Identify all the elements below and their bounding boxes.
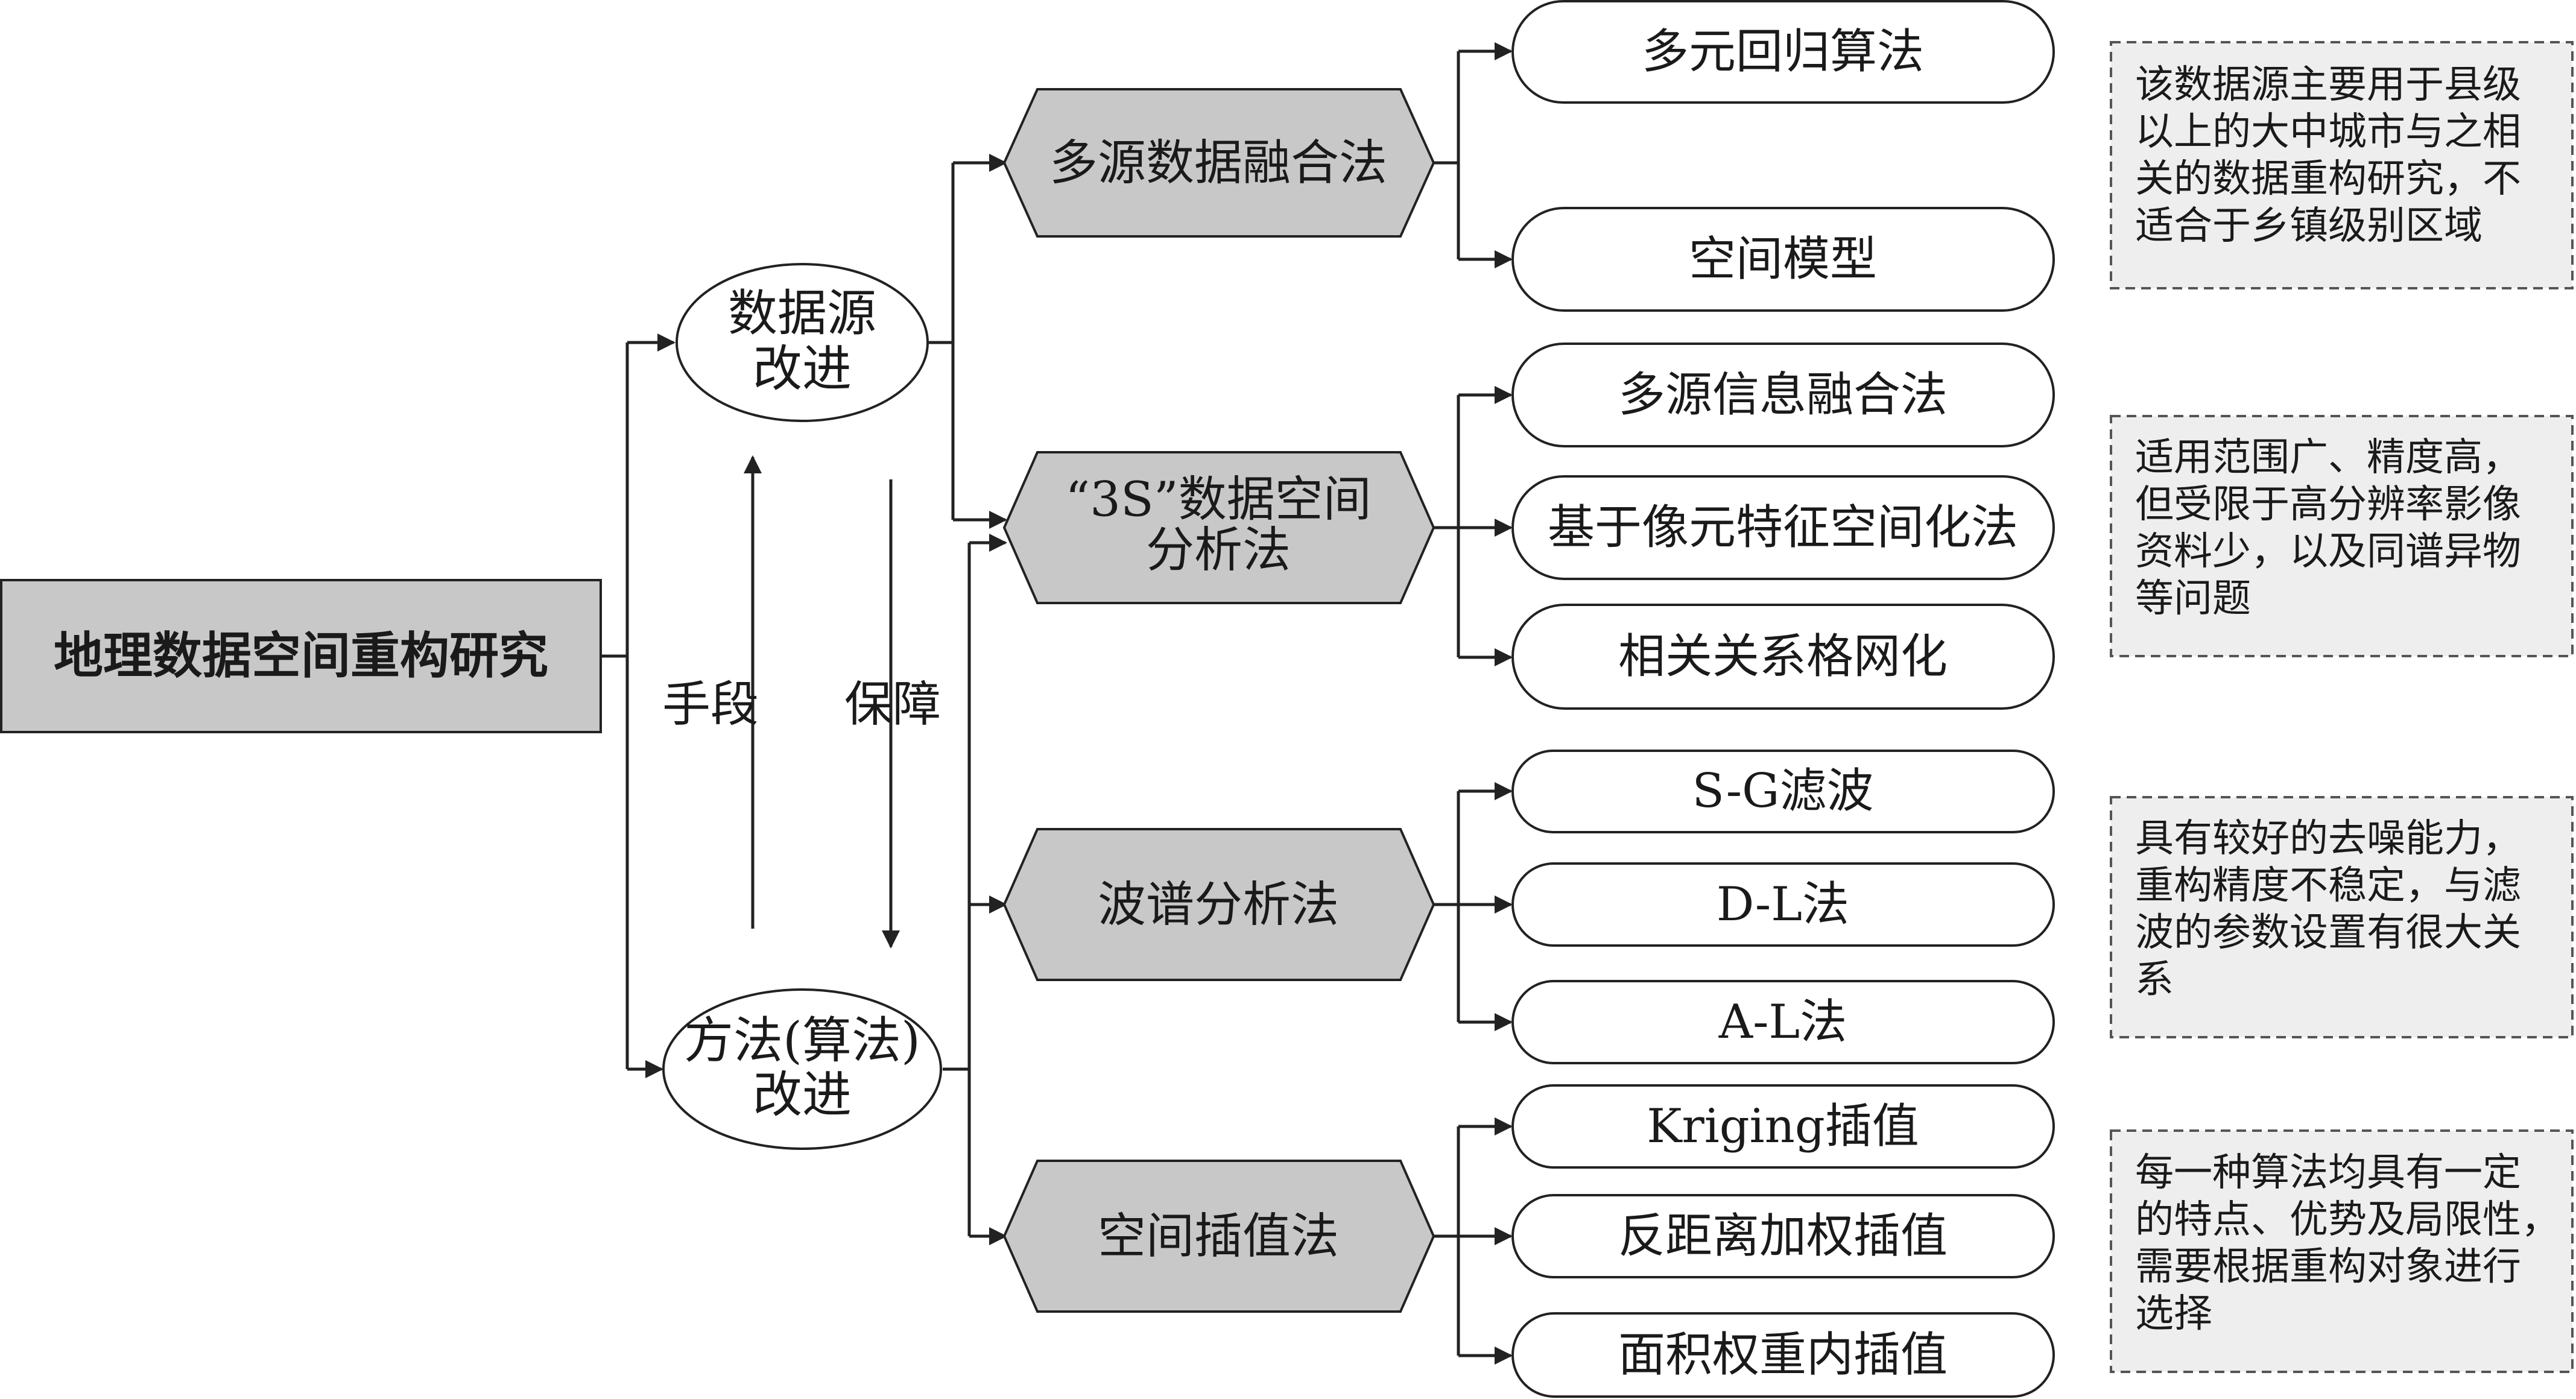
note-line: 关的数据重构研究，不 — [2135, 157, 2521, 201]
leaf-node — [1511, 343, 2055, 447]
note-line: 该数据源主要用于县级 — [2135, 63, 2521, 107]
note-3s: 适用范围广、精度高， 但受限于高分辨率影像 资料少，以及同谱异物 等问题 — [2110, 415, 2574, 657]
note-line: 波的参数设置有很大关 — [2135, 911, 2521, 955]
note-fusion: 该数据源主要用于县级 以上的大中城市与之相 关的数据重构研究，不 适合于乡镇级别… — [2110, 41, 2574, 289]
leaf-node — [1511, 750, 2055, 833]
note-line: 选择 — [2135, 1292, 2212, 1336]
data-source-label-line-2: 改进 — [753, 341, 852, 398]
note-line: 重构精度不稳定，与滤 — [2135, 864, 2521, 908]
leaf-label: D-L法 — [1717, 877, 1849, 932]
leaf-node — [1511, 475, 2055, 580]
leaf-label: 空间模型 — [1689, 232, 1877, 286]
leaf-label: A-L法 — [1718, 995, 1847, 1049]
method-label-line-2: 改进 — [753, 1067, 852, 1124]
means-label: 手段 — [662, 677, 759, 733]
level2-node-spatial-interpolation: 空间插值法 — [1002, 1160, 1435, 1313]
leaf-node — [1511, 1194, 2055, 1278]
note-line: 具有较好的去噪能力， — [2135, 816, 2521, 861]
leaf-label: 基于像元特征空间化法 — [1548, 501, 2018, 555]
spectral-analysis-label: 波谱分析法 — [1098, 877, 1339, 933]
leaf-node — [1511, 1312, 2055, 1398]
data-source-label-line-1: 数据源 — [728, 285, 876, 343]
note-line: 需要根据重构对象进行 — [2135, 1245, 2521, 1289]
multi-source-fusion-label: 多源数据融合法 — [1049, 135, 1387, 191]
leaf-group-spectral: S-G滤波 D-L法 A-L法 — [1511, 750, 2055, 1064]
guarantee-label: 保障 — [844, 677, 941, 733]
leaf-node — [1511, 207, 2055, 312]
method-label-line-1: 方法(算法) — [684, 1012, 920, 1070]
note-line: 的特点、优势及局限性， — [2135, 1198, 2560, 1242]
note-interpolation: 每一种算法均具有一定 的特点、优势及局限性， 需要根据重构对象进行 选择 — [2110, 1129, 2574, 1373]
spatial-interpolation-label: 空间插值法 — [1098, 1208, 1339, 1265]
connectors — [601, 42, 1513, 1365]
note-line: 但受限于高分辨率影像 — [2135, 482, 2521, 527]
leaf-label: 多源信息融合法 — [1618, 368, 1948, 422]
leaf-node — [1511, 604, 2055, 710]
note-line: 等问题 — [2135, 576, 2251, 621]
leaf-group-fusion: 多元回归算法 空间模型 — [1511, 0, 2055, 312]
3s-analysis-label-line-2: 分析法 — [1146, 522, 1291, 578]
leaf-label: 相关关系格网化 — [1618, 630, 1948, 684]
note-line: 资料少，以及同谱异物 — [2135, 529, 2521, 574]
leaf-label: 面积权重内插值 — [1618, 1328, 1948, 1382]
leaf-node — [1511, 980, 2055, 1064]
leaf-label: S-G滤波 — [1692, 764, 1874, 818]
leaf-node — [1511, 862, 2055, 947]
note-line: 适合于乡镇级别区域 — [2135, 204, 2483, 248]
leaf-node — [1511, 0, 2055, 104]
leaf-label: Kriging插值 — [1647, 1099, 1919, 1154]
leaf-group-interpolation: Kriging插值 反距离加权插值 面积权重内插值 — [1511, 1084, 2055, 1398]
note-line: 适用范围广、精度高， — [2135, 435, 2521, 480]
leaf-label: 反距离加权插值 — [1618, 1209, 1948, 1263]
note-line: 每一种算法均具有一定 — [2135, 1151, 2521, 1195]
level2-node-spectral-analysis: 波谱分析法 — [1002, 828, 1435, 981]
note-line: 系 — [2135, 958, 2174, 1002]
note-spectral: 具有较好的去噪能力， 重构精度不稳定，与滤 波的参数设置有很大关 系 — [2110, 796, 2574, 1038]
leaf-group-3s: 多源信息融合法 基于像元特征空间化法 相关关系格网化 — [1511, 343, 2055, 710]
level2-node-3s-analysis: “3S”数据空间 分析法 — [1002, 451, 1435, 604]
3s-analysis-label-line-1: “3S”数据空间 — [1065, 472, 1372, 528]
leaf-node — [1511, 1084, 2055, 1169]
leaf-label: 多元回归算法 — [1642, 25, 1924, 79]
level1-node-method: 方法(算法) 改进 — [662, 988, 942, 1150]
root-label: 地理数据空间重构研究 — [54, 628, 548, 685]
root-node: 地理数据空间重构研究 — [0, 579, 602, 733]
level2-node-multi-source-fusion: 多源数据融合法 — [1002, 88, 1435, 238]
level1-node-data-source: 数据源 改进 — [676, 263, 929, 422]
note-line: 以上的大中城市与之相 — [2135, 110, 2521, 154]
